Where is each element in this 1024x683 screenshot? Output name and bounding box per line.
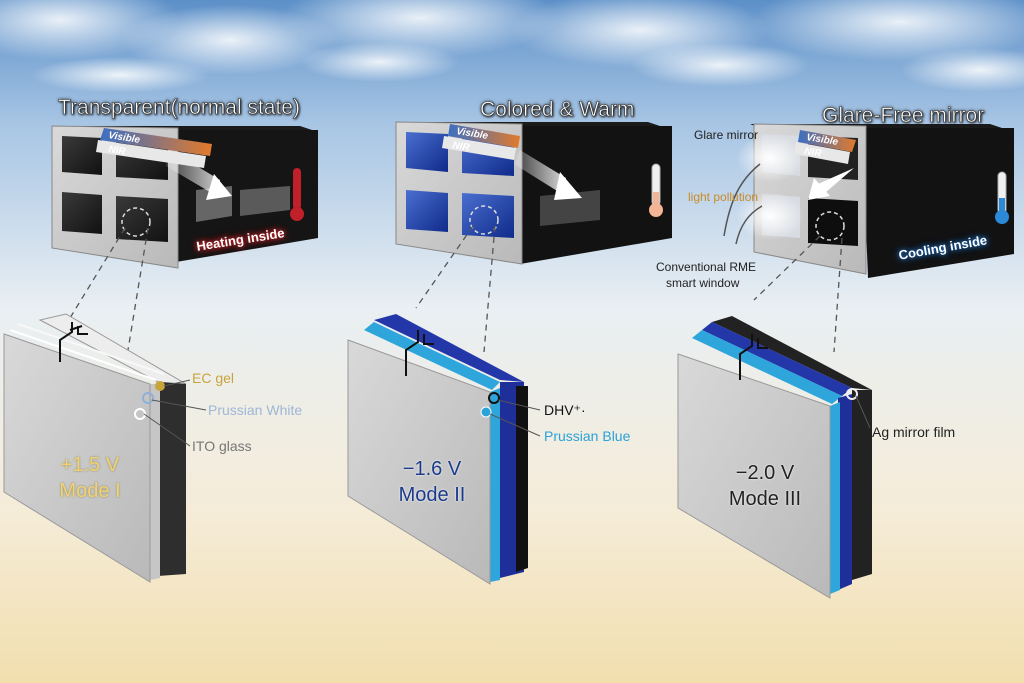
voltage-source-icon-1 <box>59 322 88 362</box>
device-mode-2 <box>347 314 541 585</box>
mode-3-name: Mode III <box>728 488 802 510</box>
nir-label-3: NIR <box>804 146 823 160</box>
clouds <box>0 0 1024 93</box>
mode-2-name: Mode II <box>398 484 466 506</box>
panel-title-transparent: Transparent(normal state) <box>58 96 301 120</box>
nir-label-1: NIR <box>108 144 127 158</box>
prussian-blue-label: Prussian Blue <box>544 428 631 444</box>
dhv-label: DHV⁺· <box>544 402 586 418</box>
thermometer-icon-1 <box>290 168 304 221</box>
panel-title-colored: Colored & Warm <box>480 98 635 122</box>
device-mode-3 <box>677 316 872 599</box>
voltage-1: +1.5 V <box>60 454 120 476</box>
mode-2-voltage: −1.6 V Mode II <box>382 456 482 508</box>
voltage-source-icon-3 <box>739 334 768 380</box>
mode-1-name: Mode I <box>59 480 121 502</box>
ag-mirror-film-label: Ag mirror film <box>872 424 956 440</box>
mode-3-voltage: −2.0 V Mode III <box>710 460 820 512</box>
room-mirror <box>723 123 1014 278</box>
visible-label-2: Visible <box>456 126 490 142</box>
voltage-3: −2.0 V <box>735 462 795 484</box>
room-colored <box>395 121 672 265</box>
connector-lines <box>69 225 843 353</box>
voltage-2: −1.6 V <box>402 458 462 480</box>
ec-gel-label: EC gel <box>192 370 235 386</box>
device-mode-1 <box>3 313 207 583</box>
conventional-rme-label: Conventional RME <box>656 260 757 274</box>
thermometer-icon-3 <box>995 171 1009 224</box>
thermometer-icon-2 <box>649 163 663 217</box>
glare-mirror-label: Glare mirror <box>694 128 759 142</box>
smart-window-label: smart window <box>666 276 740 290</box>
ito-glass-label: ITO glass <box>192 438 252 454</box>
panel-title-mirror: Glare-Free mirror <box>822 104 985 128</box>
visible-label-3: Visible <box>806 132 840 148</box>
light-pollution-label: light pollution <box>688 190 759 204</box>
nir-label-2: NIR <box>452 140 471 154</box>
prussian-white-label: Prussian White <box>208 402 303 418</box>
room-transparent <box>51 125 318 269</box>
mode-1-voltage: +1.5 V Mode I <box>40 452 140 504</box>
visible-label-1: Visible <box>108 130 142 146</box>
voltage-source-icon-2 <box>405 330 434 376</box>
